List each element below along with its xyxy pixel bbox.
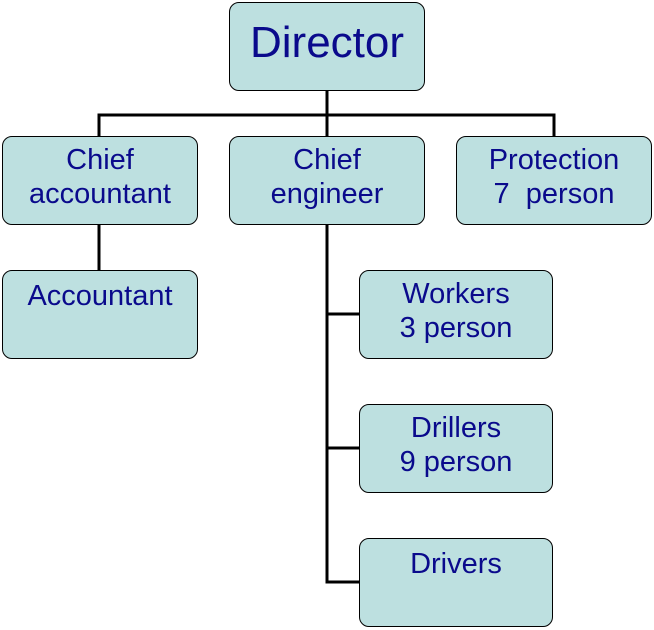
chief-engineer-label-line2: engineer [270, 177, 384, 210]
chief-accountant-box: Chief accountant [2, 136, 198, 225]
chief-accountant-label-line2: accountant [29, 177, 171, 210]
accountant-label: Accountant [27, 280, 173, 312]
workers-label-line1: Workers [402, 277, 510, 310]
drivers-label: Drivers [410, 548, 502, 580]
chief-accountant-label-line1: Chief [66, 143, 134, 176]
accountant-box: Accountant [2, 270, 198, 359]
workers-label-line2: 3 person [399, 311, 513, 344]
director-label: Director [249, 17, 405, 67]
chief-engineer-label-line1: Chief [293, 143, 361, 176]
protection-box: Protection 7 person [456, 136, 652, 225]
drillers-label-line1: Drillers [410, 411, 502, 444]
drivers-box: Drivers [359, 538, 553, 627]
protection-label-line1: Protection [488, 143, 620, 176]
protection-label-line2: 7 person [493, 177, 615, 210]
director-box: Director [229, 2, 425, 91]
chief-engineer-box: Chief engineer [229, 136, 425, 225]
drillers-box: Drillers 9 person [359, 404, 553, 493]
drillers-label-line2: 9 person [399, 445, 513, 478]
workers-box: Workers 3 person [359, 270, 553, 359]
